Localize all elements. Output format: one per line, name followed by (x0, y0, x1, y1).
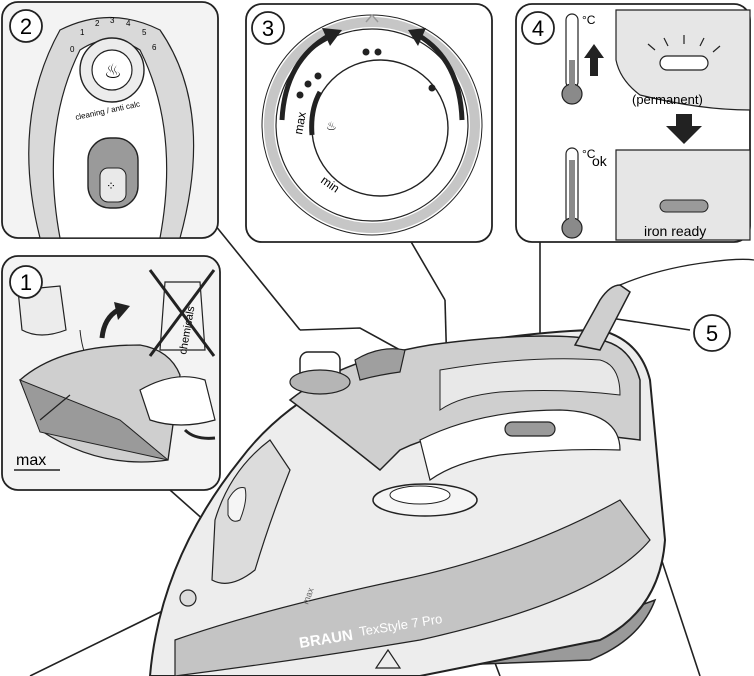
spray-icon: ⁘ (106, 179, 116, 193)
arrow-up-icon (584, 44, 604, 76)
step-1-panel: chemicals max 1 (1, 255, 221, 491)
arrow-down-icon (666, 114, 702, 144)
steam-icon: ♨ (104, 61, 122, 83)
dial-scale-6: 6 (152, 43, 157, 52)
cross-icon (148, 269, 216, 357)
fill-arrow-icon (99, 307, 120, 339)
steam-iron: BRAUN TexStyle 7 Pro max (148, 258, 754, 676)
handle-opening (419, 409, 621, 482)
dial-scale-1: 1 (80, 28, 85, 37)
celsius-top-label: °C (582, 13, 596, 27)
chemical-bottle (159, 281, 206, 351)
steam-regulator-base (289, 369, 351, 395)
light-off-indicator (659, 199, 709, 213)
permanent-label: (permanent) (632, 92, 703, 107)
step-2-badge (9, 9, 43, 43)
temperature-control-light (504, 421, 556, 437)
dot-two-icon-a (362, 48, 370, 56)
spray-nozzle (179, 589, 197, 607)
step-4-number: 4 (532, 16, 544, 41)
celsius-bottom-label: °C (582, 147, 596, 161)
iron-side-band (174, 499, 651, 676)
ok-label: ok (592, 153, 608, 169)
shot-of-steam-button[interactable] (354, 348, 406, 381)
temperature-dial-cap (389, 485, 451, 505)
dial-scale-5: 5 (142, 28, 147, 37)
step-4-panel: °C (permanent) °C ok iron ready 4 (515, 3, 751, 243)
dial-scale-2: 2 (95, 19, 100, 28)
rotate-arrow-left-icon (279, 32, 332, 121)
step-1-number: 1 (20, 270, 32, 295)
hot-surface-warning-icon (374, 648, 402, 669)
light-on-indicator (659, 55, 709, 71)
thermometer-ok-icon (561, 147, 583, 239)
max-fill-label: max (16, 452, 46, 469)
rotate-arrow-right-icon (416, 32, 465, 121)
step-3-number: 3 (262, 16, 274, 41)
step-3-badge (251, 11, 285, 45)
step-5-badge (693, 314, 731, 352)
handle-grip (439, 358, 621, 411)
step-1-badge (9, 265, 43, 299)
dial-scale-0: 0 (70, 45, 75, 54)
dial-steam-icon: ♨ (326, 119, 337, 133)
dial-scale-3: 3 (110, 16, 115, 25)
step-2-number: 2 (20, 14, 32, 39)
step-4-badge (521, 11, 555, 45)
hand (139, 376, 216, 426)
dial-scale-4: 4 (126, 19, 131, 28)
step-3-panel: ♨ max min 3 (245, 3, 493, 243)
cord-guard (573, 284, 631, 351)
step-5-number: 5 (706, 321, 718, 346)
cord (619, 258, 754, 286)
iron-ready-label: iron ready (644, 223, 706, 239)
step-2-panel: ♨ 0 1 2 3 4 5 6 cleaning / anti calc ⁘ 2 (1, 1, 219, 239)
dot-one-icon (428, 84, 436, 92)
dial-max-label: max (291, 111, 309, 136)
temperature-dial-ring (264, 17, 480, 233)
dot-two-icon-b (374, 48, 382, 56)
thermometer-icon (561, 13, 583, 105)
water-tank-window (211, 439, 291, 584)
max-arc (309, 90, 323, 136)
filler-flap (227, 487, 247, 522)
